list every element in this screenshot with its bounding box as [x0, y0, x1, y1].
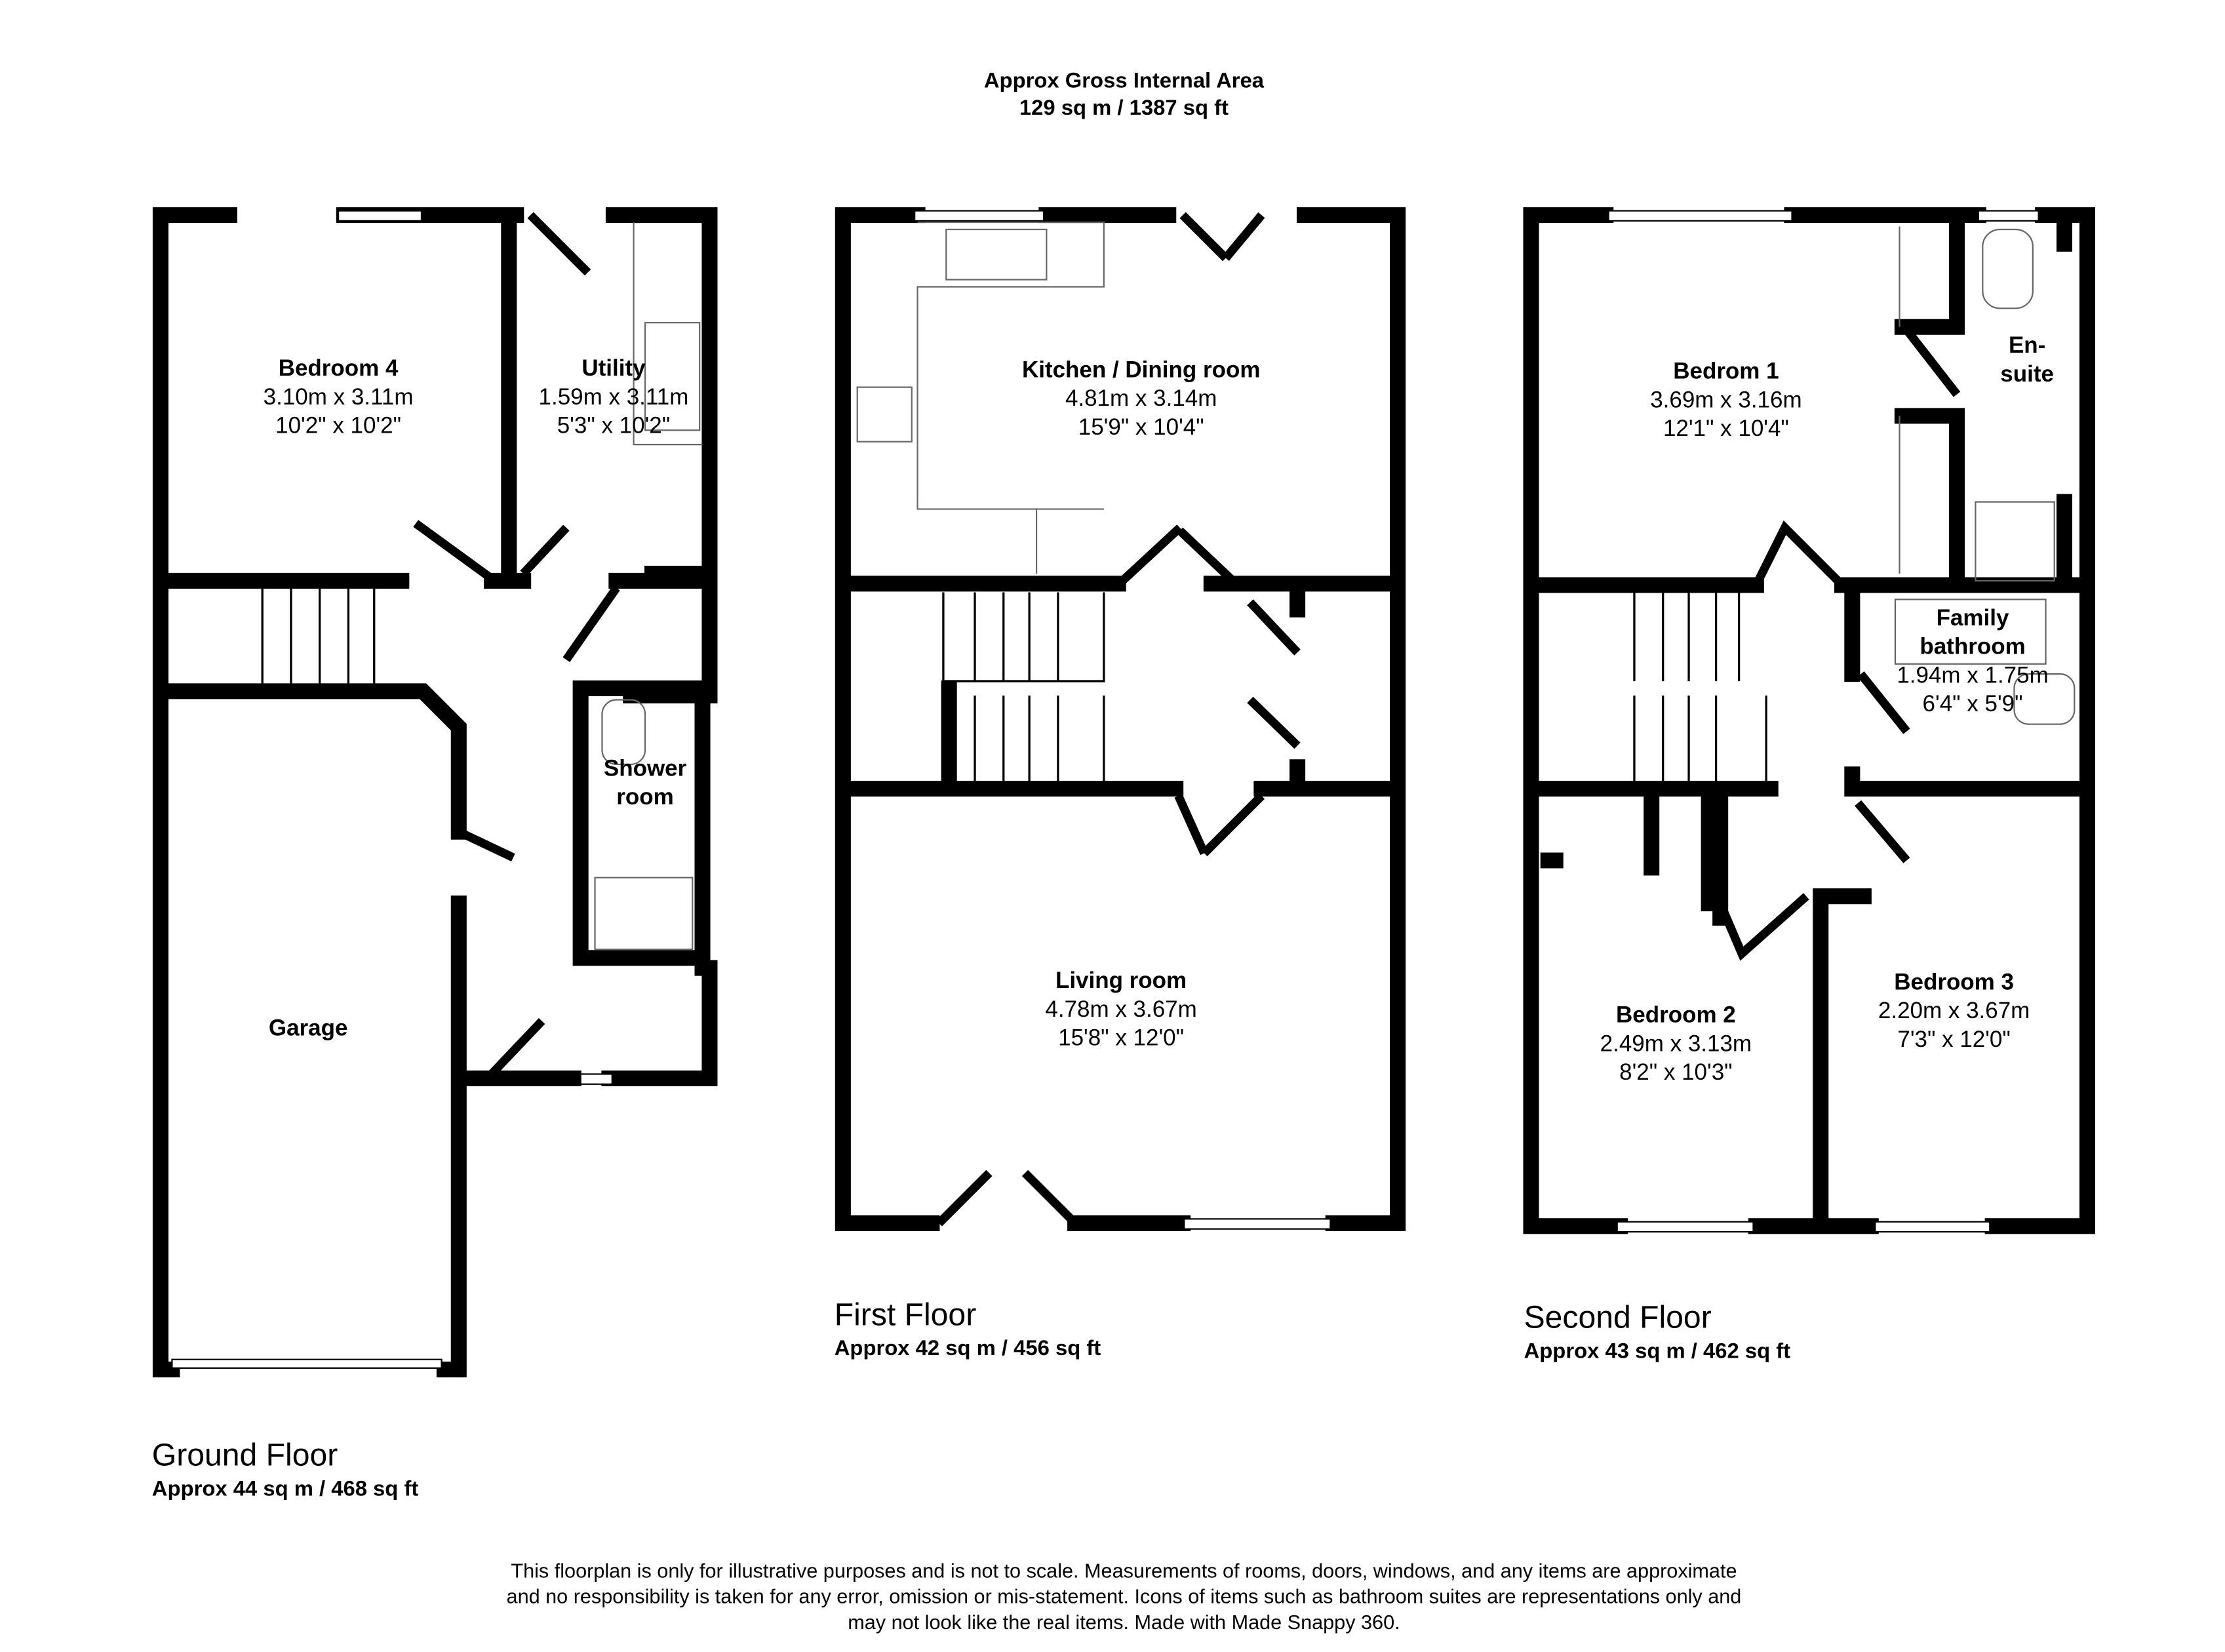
room-imperial: 5'3" x 10'2" [557, 414, 671, 439]
room-utility: Utility 1.59m x 3.11m 5'3" x 10'2" [539, 356, 689, 442]
window [1183, 1218, 1331, 1230]
room-metric: 1.59m x 3.11m [538, 385, 689, 410]
ground-stairs [261, 587, 376, 686]
disclaimer-line: This floorplan is only for illustrative … [511, 1558, 1737, 1582]
room-name: bathroom [1920, 635, 2026, 660]
room-bedroom3: Bedroom 3 2.20m x 3.67m 7'3" x 12'0" [1878, 970, 2030, 1055]
floor-area: Approx 42 sq m / 456 sq ft [834, 1336, 1101, 1361]
first-floor-walls [835, 207, 1406, 1231]
room-name: suite [2000, 363, 2054, 387]
room-name: Utility [581, 357, 646, 382]
fixtures [594, 221, 2076, 951]
sink-icon [945, 228, 1048, 281]
room-name: Bedrom 1 [1673, 360, 1779, 385]
room-imperial: 7'3" x 12'0" [1897, 1028, 2011, 1053]
floor-name: Ground Floor [151, 1436, 338, 1473]
second-stairs [1633, 592, 1767, 782]
room-name: Shower [603, 757, 687, 782]
toilet-icon [601, 699, 646, 766]
first-stairs [942, 592, 1105, 782]
room-living: Living room 4.78m x 3.67m 15'8" x 12'0" [1045, 968, 1196, 1054]
window [914, 210, 1045, 222]
room-metric: 3.69m x 3.16m [1650, 388, 1802, 413]
room-name: room [616, 785, 674, 810]
window [1616, 1221, 1754, 1233]
doors [413, 212, 1961, 1227]
door [413, 212, 1961, 1227]
room-name: Bedroom 3 [1894, 970, 2014, 996]
disclaimer: This floorplan is only for illustrative … [0, 1558, 2225, 1635]
room-name: En- [2008, 334, 2046, 359]
room-name: Kitchen / Dining room [1021, 358, 1261, 384]
room-name: Family [1936, 606, 2009, 631]
room-name: Bedroom 4 [278, 357, 399, 382]
header-title: Approx Gross Internal Area [983, 69, 1265, 94]
floor-area: Approx 44 sq m / 468 sq ft [151, 1477, 419, 1502]
kitchen-counter [916, 221, 1105, 574]
room-family-bathroom: Family bathroom 1.94m x 1.75m 6'4" x 5'9" [1897, 605, 2048, 720]
room-imperial: 15'8" x 12'0" [1058, 1027, 1185, 1052]
floor-name: First Floor [834, 1296, 977, 1333]
bath-icon [1894, 599, 2047, 665]
room-metric: 2.20m x 3.67m [1878, 999, 2030, 1024]
utility-sink-icon [644, 322, 701, 431]
room-name: Bedroom 2 [1615, 1004, 1736, 1029]
hob-icon [856, 386, 913, 442]
bath-toilet-icon [2013, 673, 2076, 725]
room-imperial: 6'4" x 5'9" [1922, 692, 2023, 717]
window [1874, 1221, 1991, 1233]
room-metric: 4.81m x 3.14m [1065, 387, 1217, 412]
room-name: Garage [268, 1016, 348, 1042]
header-area: 129 sq m / 1387 sq ft [1019, 96, 1229, 121]
room-metric: 1.94m x 1.75m [1897, 663, 2049, 688]
room-imperial: 8'2" x 10'3" [1619, 1061, 1733, 1086]
room-bedroom4: Bedroom 4 3.10m x 3.11m 10'2" x 10'2" [264, 356, 414, 442]
window [171, 1358, 443, 1369]
window [580, 1073, 613, 1085]
ensuite-shower-icon [1975, 501, 2055, 582]
shower-tray-icon [594, 876, 694, 951]
room-bedroom2: Bedroom 2 2.49m x 3.13m 8'2" x 10'3" [1600, 1002, 1752, 1088]
ensuite-toilet-icon [1982, 228, 2034, 309]
room-shower: Shower room [604, 756, 686, 814]
disclaimer-line: may not look like the real items. Made w… [848, 1610, 1400, 1634]
room-imperial: 15'9" x 10'4" [1078, 416, 1204, 441]
utility-counter [633, 222, 703, 446]
window [1977, 210, 2039, 222]
room-imperial: 10'2" x 10'2" [275, 414, 402, 439]
second-floor-walls [1523, 207, 2096, 1234]
disclaimer-line: and no responsibility is taken for any e… [506, 1584, 1742, 1608]
stairs [261, 587, 1767, 782]
window [337, 210, 423, 222]
gross-area-header: Approx Gross Internal Area 129 sq m / 13… [0, 68, 2225, 122]
room-bedroom1: Bedrom 1 3.69m x 3.16m 12'1" x 10'4" [1650, 359, 1802, 444]
room-garage: Garage [269, 1015, 348, 1044]
ground-floor-walls [152, 207, 718, 1378]
window [1607, 210, 1793, 222]
room-name: Living room [1055, 969, 1187, 994]
floor-area: Approx 43 sq m / 462 sq ft [1524, 1339, 1791, 1364]
windows [171, 210, 2039, 1369]
room-ensuite: En-suite [2000, 333, 2054, 391]
walls [152, 207, 2096, 1378]
room-metric: 3.10m x 3.11m [263, 385, 414, 410]
room-kitchen: Kitchen / Dining room 4.81m x 3.14m 15'9" … [1022, 357, 1260, 443]
room-metric: 2.49m x 3.13m [1600, 1032, 1752, 1057]
room-imperial: 12'1" x 10'4" [1663, 417, 1789, 442]
room-metric: 4.78m x 3.67m [1045, 998, 1197, 1023]
floor-name: Second Floor [1524, 1299, 1712, 1335]
